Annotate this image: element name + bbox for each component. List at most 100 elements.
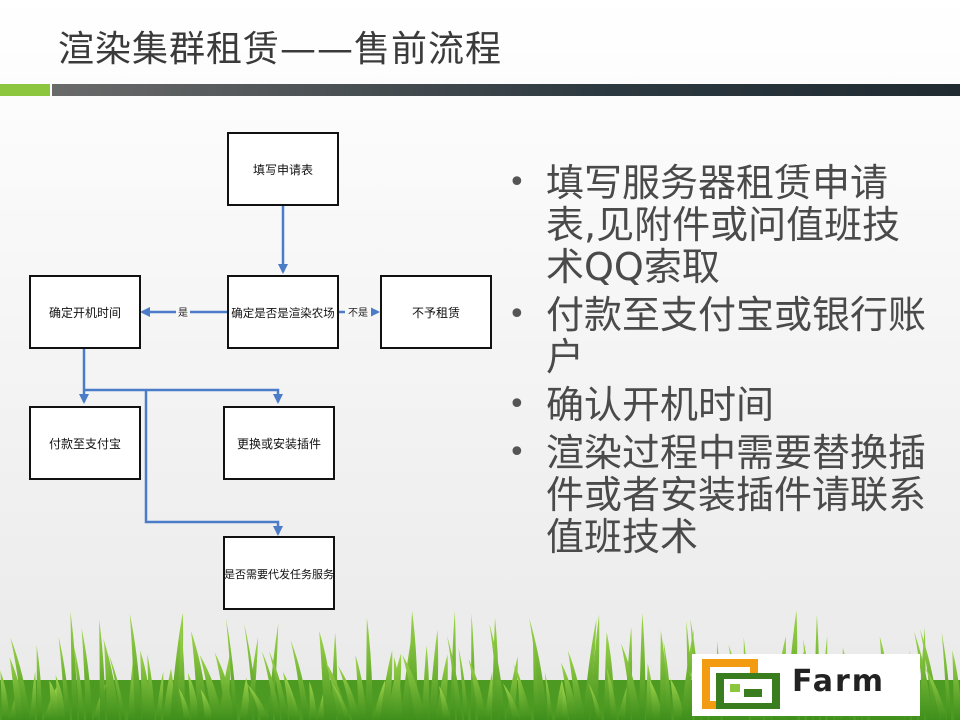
grass-blade (99, 619, 106, 720)
bullet-dot-icon: • (508, 165, 526, 200)
grass-blade (663, 641, 672, 720)
node-check-farm-label: 确定是否是渲染农场 (231, 306, 335, 320)
node-fill-form: 填写申请表 (227, 132, 339, 206)
logo-text: Farm (792, 664, 886, 699)
bullet-text: 填写服务器租赁申请表,见附件或问值班技术QQ索取 (546, 161, 901, 289)
grass-blade (309, 681, 317, 720)
grass-blade (214, 652, 235, 720)
grass-blade (952, 650, 960, 720)
bullet-item: • 确认开机时间 (508, 384, 928, 426)
grass-blade (583, 619, 597, 720)
grass-blade (941, 632, 952, 720)
bullet-item: • 渲染过程中需要替换插件或者安装插件请联系值班技术 (508, 432, 928, 558)
grass-blade (380, 650, 393, 720)
grass-blade (319, 630, 334, 720)
grass-blade (70, 611, 78, 720)
grass-blade (485, 671, 493, 720)
grass-blade (639, 613, 646, 720)
grass-blade (0, 670, 10, 720)
grass-blade (285, 679, 301, 720)
grass-blade (458, 647, 469, 720)
grass-blade (512, 663, 532, 720)
slide-title: 渲染集群租赁——售前流程 (58, 29, 503, 70)
grass-blade (108, 653, 126, 720)
grass-blade (58, 636, 71, 720)
grass-blade (429, 629, 439, 720)
flow-connectors (79, 206, 380, 536)
farm-logo-icon (702, 659, 780, 709)
grass-blade (649, 680, 662, 720)
bullet-text: 渲染过程中需要替换插件或者安装插件请联系值班技术 (546, 431, 927, 559)
node-proxy-task-label: 是否需要代发任务服务 (224, 567, 334, 581)
grass-blade (439, 685, 450, 720)
bullet-dot-icon: • (508, 435, 526, 470)
grass-blade (489, 623, 506, 720)
grass-blade (670, 678, 684, 720)
arrow-confirm-to-proxy (144, 390, 283, 536)
grass-blade (163, 668, 174, 720)
grass-blade (422, 645, 429, 720)
bullet-text: 付款至支付宝或银行账户 (546, 293, 927, 379)
node-pay-alipay: 付款至支付宝 (29, 406, 141, 480)
grass-blade (468, 658, 486, 720)
grass-blade (560, 662, 578, 720)
bullet-item: • 填写服务器租赁申请表,见附件或问值班技术QQ索取 (508, 162, 928, 288)
bullet-list: • 填写服务器租赁申请表,见附件或问值班技术QQ索取 • 付款至支付宝或银行账户 •… (508, 162, 928, 564)
grass-blade (178, 688, 191, 720)
bullet-dot-icon: • (508, 387, 526, 422)
grass-blade (355, 654, 367, 720)
grass-blade (914, 631, 933, 720)
title-accent-bar (0, 84, 50, 96)
grass-blade (567, 650, 584, 720)
grass-blade (10, 637, 30, 720)
bullet-text: 确认开机时间 (546, 383, 775, 427)
grass-blade (471, 613, 476, 720)
node-pay-alipay-label: 付款至支付宝 (49, 437, 121, 451)
grass-blade (268, 650, 289, 720)
grass-blade (240, 677, 250, 720)
grass-blade (562, 687, 568, 720)
node-change-plugin: 更换或安装插件 (223, 406, 335, 480)
grass-blade (606, 667, 617, 720)
title-divider-bar (52, 84, 960, 96)
node-proxy-task: 是否需要代发任务服务 (223, 536, 335, 610)
bullet-item: • 付款至支付宝或银行账户 (508, 294, 928, 378)
edge-label-yes-group: 是 (176, 305, 190, 319)
grass-blade (156, 671, 164, 720)
node-no-rent: 不予租赁 (380, 275, 492, 349)
grass-blade (544, 672, 553, 720)
node-confirm-time-label: 确定开机时间 (49, 305, 121, 320)
grass-blade (332, 683, 351, 720)
edge-label-yes: 是 (178, 307, 188, 319)
grass-blade (81, 628, 93, 720)
grass-blade (686, 620, 693, 720)
grass-blade (147, 653, 155, 720)
grass-blade (199, 654, 222, 720)
grass-blade (36, 645, 43, 720)
edge-label-no-group: 不是 (345, 305, 371, 319)
edge-label-no: 不是 (348, 307, 368, 319)
grass-blade (246, 683, 269, 720)
grass-blade (620, 643, 641, 720)
grass-blade (30, 671, 37, 720)
grass-blade (290, 640, 310, 720)
grass-blade (9, 657, 25, 720)
grass-blade (337, 665, 360, 720)
node-change-plugin-label: 更换或安装插件 (237, 436, 321, 451)
node-fill-form-label: 填写申请表 (253, 163, 313, 177)
grass-blade (268, 623, 279, 720)
grass-blade (925, 667, 947, 720)
node-no-rent-label: 不予租赁 (412, 306, 460, 320)
grass-blade (660, 630, 668, 720)
grass-blade (103, 637, 120, 720)
grass-blade (529, 617, 548, 720)
node-check-farm: 确定是否是渲染农场 (227, 275, 339, 349)
bullet-dot-icon: • (508, 297, 526, 332)
grass-blade (55, 674, 66, 720)
grass-blade (393, 656, 403, 720)
grass-blade (366, 617, 373, 720)
grass-blade (261, 650, 281, 720)
grass-blade (646, 663, 654, 720)
arrow-confirm-to-plugin (84, 388, 283, 404)
